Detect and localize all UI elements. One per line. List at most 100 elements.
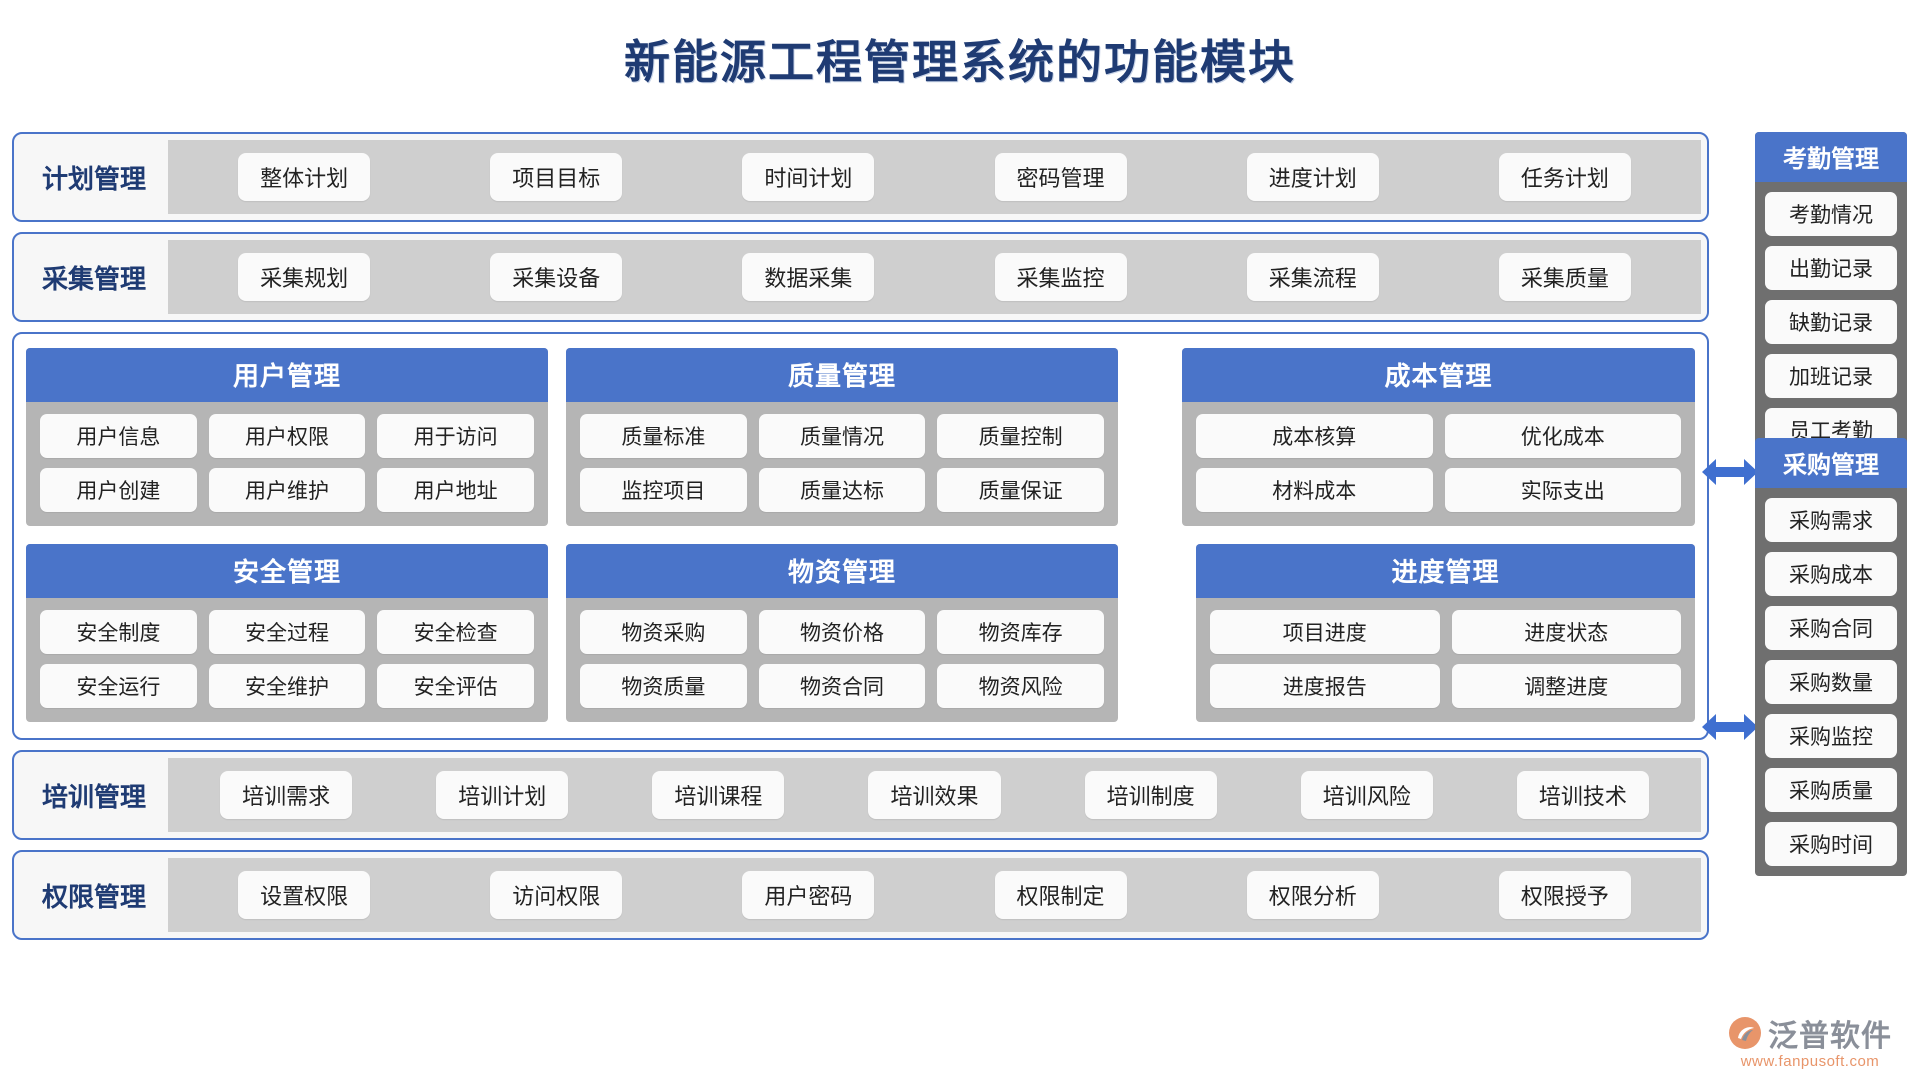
chip[interactable]: 采集质量 [1498,253,1631,301]
pchip[interactable]: 安全维护 [208,664,366,708]
pchip[interactable]: 物资采购 [580,610,747,654]
panel-title: 物资管理 [566,544,1118,598]
panel-safety-management: 安全管理 安全制度 安全过程 安全检查 安全运行 安全维护 安全评估 [26,544,548,722]
sidebar-items: 采购需求 采购成本 采购合同 采购数量 采购监控 采购质量 采购时间 [1755,488,1907,866]
pchip[interactable]: 安全运行 [40,664,197,708]
chip[interactable]: 访问权限 [490,871,623,919]
pchip[interactable]: 实际支出 [1444,468,1681,512]
chip[interactable]: 培训计划 [436,771,569,819]
chip[interactable]: 数据采集 [742,253,875,301]
logo-row: 泛普软件 [1728,1011,1892,1055]
chip[interactable]: 权限分析 [1246,871,1379,919]
sidebar-group-title: 考勤管理 [1755,132,1907,182]
panel-line: 物资质量 物资合同 物资风险 [580,664,1105,708]
pchip[interactable]: 优化成本 [1444,414,1681,458]
pchip[interactable]: 质量情况 [758,414,926,458]
center-panel-group: 用户管理 用户信息 用户权限 用于访问 用户创建 用户维护 用户地址 [12,332,1709,740]
sidebar-item[interactable]: 出勤记录 [1765,246,1897,290]
panel-body: 物资采购 物资价格 物资库存 物资质量 物资合同 物资风险 [566,598,1118,722]
chip[interactable]: 培训课程 [652,771,785,819]
panel-quality-management: 质量管理 质量标准 质量情况 质量控制 监控项目 质量达标 质量保证 [566,348,1118,526]
chip[interactable]: 采集监控 [994,253,1127,301]
chip[interactable]: 培训技术 [1516,771,1649,819]
pchip[interactable]: 用于访问 [377,414,535,458]
chip[interactable]: 权限授予 [1498,871,1631,919]
sidebar-item[interactable]: 考勤情况 [1765,192,1897,236]
pchip[interactable]: 用户创建 [40,468,197,512]
pchip[interactable]: 物资合同 [758,664,926,708]
panel-row-1: 用户管理 用户信息 用户权限 用于访问 用户创建 用户维护 用户地址 [26,348,1695,526]
chip[interactable]: 设置权限 [238,871,371,919]
pchip[interactable]: 物资价格 [758,610,926,654]
chip[interactable]: 培训制度 [1084,771,1217,819]
band-label: 培训管理 [41,782,146,812]
pchip[interactable]: 材料成本 [1196,468,1433,512]
chip[interactable]: 项目目标 [490,153,623,201]
pchip[interactable]: 安全过程 [208,610,366,654]
sidebar-group-title: 采购管理 [1755,438,1907,488]
chip[interactable]: 密码管理 [994,153,1127,201]
pchip[interactable]: 安全评估 [377,664,535,708]
sidebar-item[interactable]: 采购成本 [1765,552,1897,596]
chip[interactable]: 培训风险 [1300,771,1433,819]
panel-line: 进度报告 调整进度 [1210,664,1681,708]
pchip[interactable]: 用户维护 [208,468,366,512]
panel-body: 用户信息 用户权限 用于访问 用户创建 用户维护 用户地址 [26,402,548,526]
connector-arrow-attendance [1700,455,1760,489]
sidebar-item[interactable]: 采购需求 [1765,498,1897,542]
sidebar-item[interactable]: 采购合同 [1765,606,1897,650]
pchip[interactable]: 用户权限 [208,414,366,458]
pchip[interactable]: 进度报告 [1210,664,1440,708]
panel-body: 项目进度 进度状态 进度报告 调整进度 [1196,598,1695,722]
panel-line: 项目进度 进度状态 [1210,610,1681,654]
pchip[interactable]: 成本核算 [1196,414,1433,458]
panel-body: 安全制度 安全过程 安全检查 安全运行 安全维护 安全评估 [26,598,548,722]
chip[interactable]: 用户密码 [742,871,875,919]
sidebar-group-attendance: 考勤管理 考勤情况 出勤记录 缺勤记录 加班记录 员工考勤 [1755,132,1907,462]
pchip[interactable]: 项目进度 [1210,610,1440,654]
sidebar-item[interactable]: 缺勤记录 [1765,300,1897,344]
chip[interactable]: 进度计划 [1246,153,1379,201]
panel-title: 安全管理 [26,544,548,598]
sidebar-item[interactable]: 采购数量 [1765,660,1897,704]
pchip[interactable]: 用户地址 [377,468,535,512]
pchip[interactable]: 进度状态 [1451,610,1681,654]
sidebar-item[interactable]: 采购监控 [1765,714,1897,758]
pchip[interactable]: 质量控制 [937,414,1105,458]
pchip[interactable]: 调整进度 [1451,664,1681,708]
panel-line: 质量标准 质量情况 质量控制 [580,414,1105,458]
chip[interactable]: 采集规划 [238,253,371,301]
pchip[interactable]: 物资库存 [937,610,1105,654]
chip[interactable]: 整体计划 [238,153,371,201]
chip[interactable]: 采集流程 [1246,253,1379,301]
sidebar-item[interactable]: 采购质量 [1765,768,1897,812]
pchip[interactable]: 质量保证 [937,468,1105,512]
pchip[interactable]: 质量达标 [758,468,926,512]
pchip[interactable]: 质量标准 [580,414,747,458]
fanpu-logo-icon [1728,1016,1762,1050]
panel-cost-management: 成本管理 成本核算 优化成本 材料成本 实际支出 [1182,348,1695,526]
panel-body: 成本核算 优化成本 材料成本 实际支出 [1182,402,1695,526]
chip[interactable]: 培训需求 [220,771,353,819]
band-items: 整体计划 项目目标 时间计划 密码管理 进度计划 任务计划 [168,140,1701,214]
connector-arrow-purchase [1700,710,1760,744]
pchip[interactable]: 安全检查 [377,610,535,654]
sidebar-item[interactable]: 加班记录 [1765,354,1897,398]
panel-line: 安全运行 安全维护 安全评估 [40,664,535,708]
panel-body: 质量标准 质量情况 质量控制 监控项目 质量达标 质量保证 [566,402,1118,526]
band-items: 设置权限 访问权限 用户密码 权限制定 权限分析 权限授予 [168,858,1701,932]
band-label: 计划管理 [41,164,146,194]
chip[interactable]: 任务计划 [1498,153,1631,201]
pchip[interactable]: 用户信息 [40,414,197,458]
sidebar-item[interactable]: 采购时间 [1765,822,1897,866]
chip[interactable]: 时间计划 [742,153,875,201]
chip[interactable]: 权限制定 [994,871,1127,919]
chip[interactable]: 采集设备 [490,253,623,301]
pchip[interactable]: 物资质量 [580,664,747,708]
band-label: 采集管理 [41,264,146,294]
chip[interactable]: 培训效果 [868,771,1001,819]
pchip[interactable]: 安全制度 [40,610,197,654]
pchip[interactable]: 物资风险 [937,664,1105,708]
pchip[interactable]: 监控项目 [580,468,747,512]
